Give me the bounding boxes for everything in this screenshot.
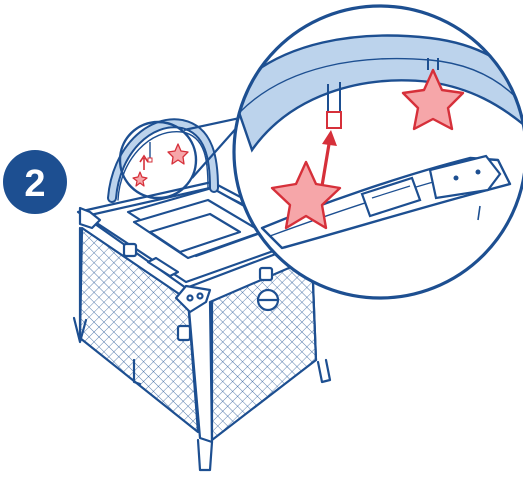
toy-attachment-clip [327,112,341,128]
step-number: 2 [24,163,45,205]
zoom-detail [232,6,523,298]
playard-toy-detail [133,142,188,186]
arrow-up-icon [140,156,148,170]
mesh-panel-right [210,258,316,440]
star-icon [133,172,147,186]
zoom-source-circle [120,122,196,198]
star-icon [168,144,188,164]
step-badge: 2 [3,150,67,214]
